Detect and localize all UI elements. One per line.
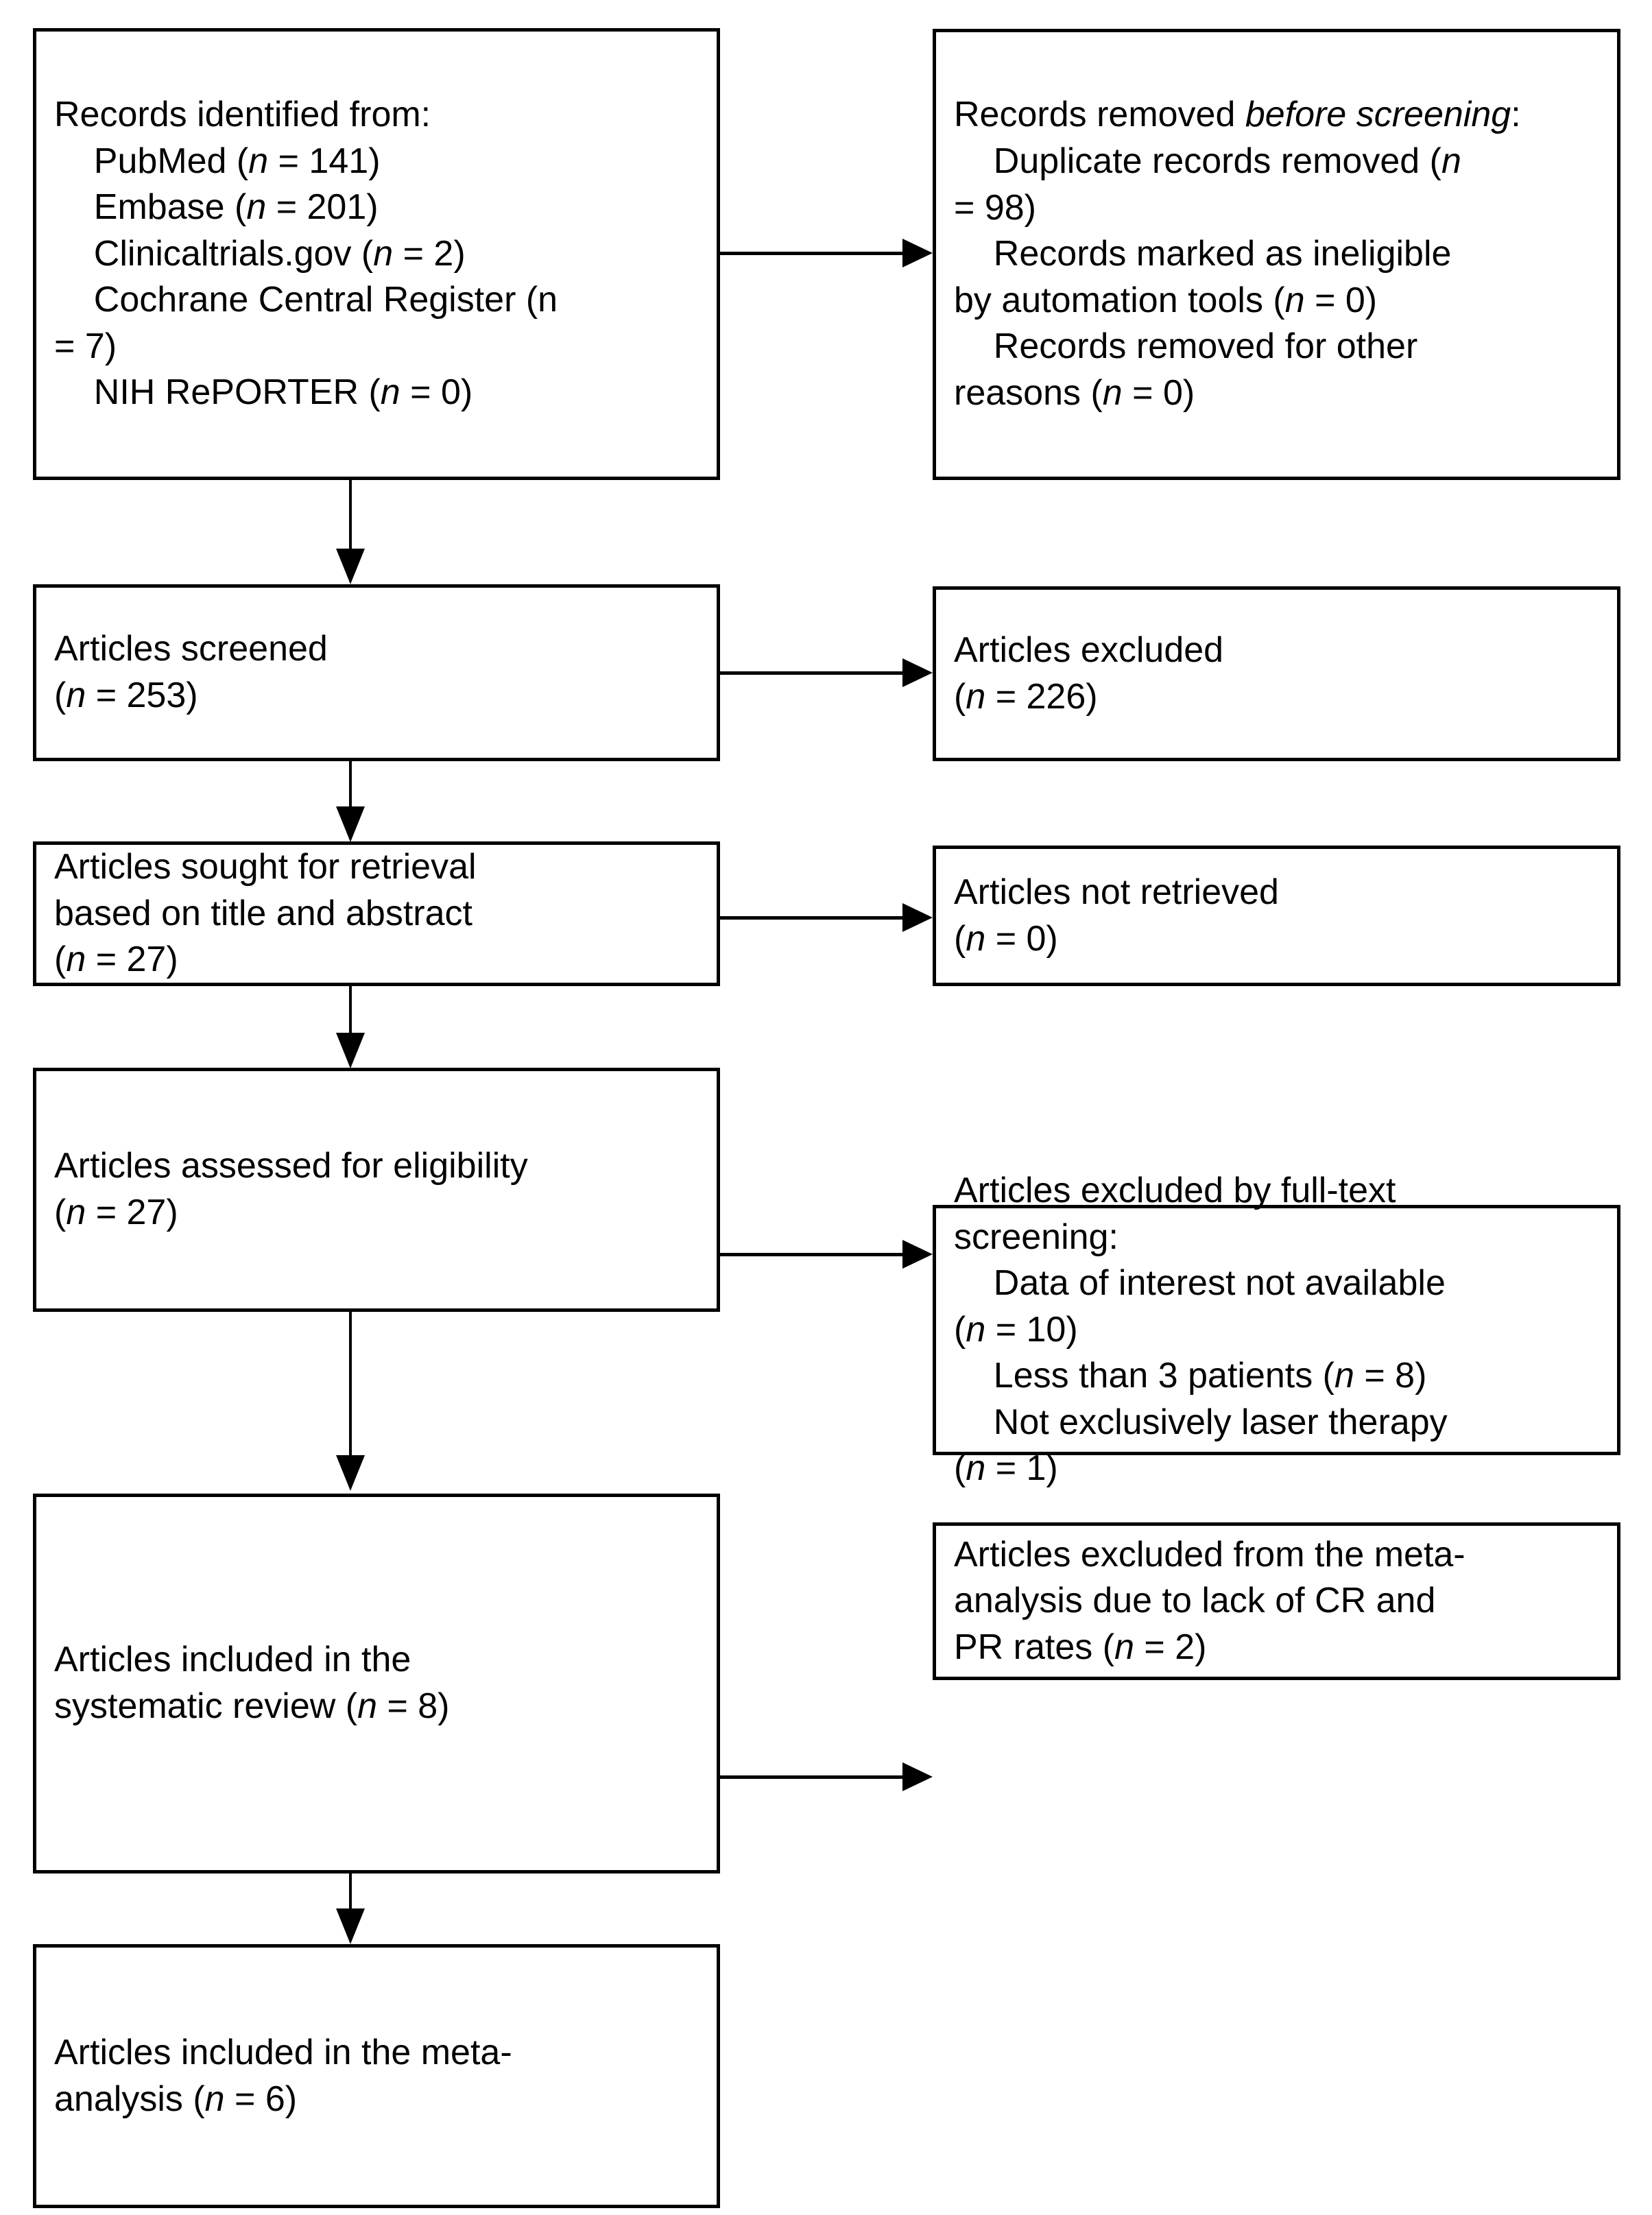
- connector-assessed-to-included-sr-arrow: [336, 1455, 365, 1491]
- connector-assessed-to-included-sr-line: [349, 1312, 352, 1457]
- connector-sought-to-not-retrieved-line: [720, 916, 902, 920]
- connector-included-sr-to-included-ma-arrow: [336, 1908, 365, 1944]
- node-articles-excluded-meta-text: Articles excluded from the meta- analysi…: [954, 1534, 1465, 1667]
- node-included-sr-text: Articles included in the systematic revi…: [54, 1640, 450, 1726]
- connector-screened-to-excluded-line: [720, 671, 902, 675]
- removed-item-0: Duplicate records removed (n = 98): [954, 141, 1461, 228]
- connector-screened-to-sought-arrow: [336, 806, 365, 842]
- node-articles-not-retrieved-text: Articles not retrieved (n = 0): [954, 872, 1279, 959]
- node-articles-excluded-full-text-text: Articles excluded by full-text screening…: [936, 1168, 1617, 1492]
- connector-identified-to-removed-line: [720, 252, 902, 255]
- connector-identified-to-screened-arrow: [336, 549, 365, 584]
- node-articles-excluded-screening: Articles excluded (n = 226): [933, 586, 1620, 761]
- connector-identified-to-removed-arrow: [902, 239, 933, 267]
- node-articles-included-meta-analysis: Articles included in the meta- analysis …: [33, 1944, 720, 2208]
- node-records-removed-text: Records removed before screening: Duplic…: [954, 95, 1521, 413]
- connector-sought-to-assessed-line: [349, 986, 352, 1035]
- connector-sought-to-assessed-arrow: [336, 1033, 365, 1068]
- node-articles-excluded-full-text: Articles excluded by full-text screening…: [933, 1171, 1620, 1488]
- connector-included-sr-to-excluded-meta-arrow: [902, 1762, 933, 1791]
- connector-included-sr-to-excluded-meta-line: [720, 1775, 902, 1779]
- connector-screened-to-excluded-arrow: [902, 658, 933, 687]
- connector-assessed-to-excluded-full-line: [720, 1253, 902, 1256]
- node-records-identified-text: Records identified from: PubMed (n = 141…: [54, 94, 558, 413]
- connector-assessed-to-excluded-full-arrow: [902, 1240, 933, 1269]
- node-articles-excluded-screening-text: Articles excluded (n = 226): [954, 630, 1224, 717]
- node-records-identified: Records identified from: PubMed (n = 141…: [33, 28, 720, 480]
- excluded-full-item-0: Data of interest not available (n = 10): [954, 1263, 1446, 1350]
- node-articles-assessed-text: Articles assessed for eligibility (n = 2…: [54, 1146, 528, 1232]
- excluded-full-item-2: Not exclusively laser therapy (n = 1): [954, 1402, 1448, 1489]
- excluded-full-item-1: Less than 3 patients (n = 8): [954, 1356, 1427, 1396]
- node-articles-sought-text: Articles sought for retrieval based on t…: [54, 847, 477, 980]
- node-articles-included-systematic-review: Articles included in the systematic revi…: [33, 1494, 720, 1873]
- connector-sought-to-not-retrieved-arrow: [902, 903, 933, 932]
- connector-included-sr-to-included-ma-line: [349, 1873, 352, 1911]
- node-articles-assessed-for-eligibility: Articles assessed for eligibility (n = 2…: [33, 1068, 720, 1312]
- node-articles-screened: Articles screened (n = 253): [33, 584, 720, 761]
- node-records-removed-before-screening: Records removed before screening: Duplic…: [933, 29, 1620, 480]
- connector-screened-to-sought-line: [349, 761, 352, 811]
- node-articles-excluded-meta-analysis: Articles excluded from the meta- analysi…: [933, 1522, 1620, 1680]
- connector-identified-to-screened-line: [349, 480, 352, 553]
- removed-item-1: Records marked as ineligible by automati…: [954, 234, 1452, 320]
- removed-item-2: Records removed for other reasons (n = 0…: [954, 326, 1418, 413]
- node-articles-not-retrieved: Articles not retrieved (n = 0): [933, 846, 1620, 986]
- node-included-ma-text: Articles included in the meta- analysis …: [54, 2032, 512, 2119]
- node-articles-screened-text: Articles screened (n = 253): [54, 629, 328, 715]
- node-articles-sought-for-retrieval: Articles sought for retrieval based on t…: [33, 841, 720, 986]
- excluded-full-heading: Articles excluded by full-text screening…: [954, 1170, 1396, 1257]
